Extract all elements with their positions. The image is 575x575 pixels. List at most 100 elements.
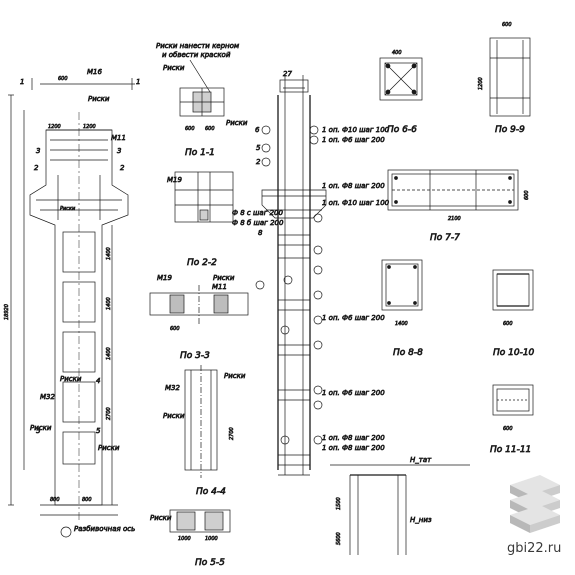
dim-seg-2: 1400: [106, 297, 112, 310]
riski-note-1: Риски нанести керном: [156, 42, 240, 50]
rebar-note-4: Ф 8 с шаг 200: [232, 209, 284, 217]
mark-m19-b: М19: [157, 274, 172, 282]
mark-m11-b: М11: [212, 283, 227, 291]
dim-base-l: 800: [50, 497, 60, 503]
section-11-11: 600 По 11-11: [490, 384, 534, 455]
section-2-2: М19 Ф 8 с шаг 200 Ф 8 б шаг 200 По 2-2: [167, 171, 284, 268]
section-caption-7-7: По 7-7: [430, 233, 460, 243]
mark-m11: М11: [111, 134, 126, 142]
mark-h-top: Н_тат: [410, 456, 432, 464]
dim-head-width-b: 1200: [83, 124, 96, 130]
axis-label: Разбивочная ось: [74, 525, 135, 533]
dim-s55: 1000: [178, 536, 191, 542]
cage-elevation: 27 6 5 2 8 1 оп. Ф10 шаг 100 1 оп. Ф6 ша…: [255, 70, 390, 476]
dim-label: 600: [58, 76, 68, 82]
dim-s33: 600: [170, 326, 180, 332]
dim-base-1500: 1500: [336, 497, 342, 510]
base-detail: 1500 5600 Н_тат Н_низ: [330, 456, 470, 555]
section-7-7: 2100 600 По 7-7: [387, 169, 530, 243]
watermark-text: gbi22.ru: [507, 541, 561, 556]
dim-s11b: 600: [205, 126, 215, 132]
dim-seg-3: 1400: [106, 347, 112, 360]
dim-base-5600: 5600: [336, 532, 342, 545]
cage-callout-8: 8: [258, 229, 263, 237]
section-5-5: 1000 1000 Риски По 5-5: [150, 509, 231, 568]
dim-s55b: 1000: [205, 536, 218, 542]
column-elevation: 600 М16 1 1 Риски 18920 1200 1200 М11 Ри…: [4, 68, 141, 538]
cage-callout-5: 5: [256, 144, 261, 152]
rebar-note-2b: 1 оп. Ф10 шаг 100: [322, 199, 390, 207]
rebar-note-1b: 1 оп. Ф8 шаг 200: [322, 434, 385, 442]
dim-s1111: 600: [503, 426, 513, 432]
riski-low-right: Риски: [98, 444, 120, 452]
callout-c1: 27: [283, 70, 292, 78]
riski-s33: Риски: [213, 274, 235, 282]
cut-5b: 5: [96, 427, 101, 435]
cut-5: 5: [36, 427, 41, 435]
cage-callout-2: 2: [256, 158, 261, 166]
cut-2: 2: [34, 164, 39, 172]
mark-m32: М32: [40, 393, 55, 401]
cage-callout-6: 6: [255, 126, 260, 134]
section-caption-3-3: По 3-3: [180, 351, 210, 361]
dim-head-width: 1200: [48, 124, 61, 130]
section-1-1: Риски нанести керном и обвести краской Р…: [156, 42, 249, 159]
rebar-note-3b: 1 оп. Ф6 шаг 200: [322, 314, 385, 322]
dim-s77: 2100: [448, 216, 461, 222]
riski-head: Риски: [60, 206, 76, 212]
dim-s88: 1400: [395, 321, 408, 327]
section-caption-4-4: По 4-4: [196, 487, 226, 497]
riski-s44: Риски: [224, 372, 246, 380]
section-caption-8-8: По 8-8: [393, 348, 423, 358]
section-4-4: М32 Риски Риски 2700 По 4-4: [163, 365, 246, 497]
cut-3b: 3: [117, 147, 121, 155]
dim-s99: 600: [502, 22, 512, 28]
section-caption-5-5: По 5-5: [195, 558, 225, 568]
rebar-note-3c: 1 оп. Ф6 шаг 200: [322, 389, 385, 397]
cut-2b: 2: [120, 164, 125, 172]
riski-s44b: Риски: [163, 412, 185, 420]
section-caption-9-9: По 9-9: [495, 125, 525, 135]
dim-s44: 2700: [229, 427, 235, 440]
section-10-10: 600 По 10-10: [492, 269, 535, 358]
rebar-note-3: 1 оп. Ф6 шаг 200: [322, 136, 385, 144]
riski-s55: Риски: [150, 514, 172, 522]
dim-s1010: 600: [503, 321, 513, 327]
rebar-note-2: 1 оп. Ф10 шаг 100: [322, 126, 390, 134]
callout-1: 1: [20, 78, 24, 86]
cut-4: 4: [96, 377, 100, 385]
section-caption-6-6: По 6-6: [387, 125, 417, 135]
riski-mid: Риски: [60, 375, 82, 383]
mark-m19: М19: [167, 176, 182, 184]
riski-note-2: и обвести краской: [162, 51, 231, 59]
mark-m32-b: М32: [165, 384, 180, 392]
riski-s11b: Риски: [226, 119, 248, 127]
rebar-note-1c: 1 оп. Ф8 шаг 200: [322, 444, 385, 452]
mark-h-bot: Н_низ: [410, 516, 432, 524]
section-9-9: 600 1200 По 9-9: [478, 22, 531, 135]
dim-s77-h: 600: [524, 190, 530, 200]
dim-s11: 600: [185, 126, 195, 132]
section-caption-2-2: По 2-2: [187, 258, 217, 268]
riski-label-top: Риски: [88, 95, 110, 103]
rebar-note-1: 1 оп. Ф8 шаг 200: [322, 182, 385, 190]
section-caption-11-11: По 11-11: [490, 445, 531, 455]
section-6-6: 400 По 6-6: [379, 50, 423, 135]
dim-s66: 400: [392, 50, 402, 56]
riski-low-left: Риски: [30, 424, 52, 432]
dim-seg-4: 2700: [106, 407, 112, 420]
watermark-logo: [510, 475, 560, 533]
riski-s11: Риски: [163, 64, 185, 72]
callout-1b: 1: [136, 78, 140, 86]
dim-s99-h: 1200: [478, 77, 484, 90]
section-caption-10-10: По 10-10: [493, 348, 535, 358]
section-caption-1-1: По 1-1: [185, 148, 215, 158]
dim-height-total: 18920: [4, 304, 10, 320]
mark-label: М16: [87, 68, 102, 76]
rebar-note-5: Ф 8 б шаг 200: [232, 219, 284, 227]
dim-seg-1: 1400: [106, 247, 112, 260]
section-3-3: Риски М19 М11 600 По 3-3: [149, 274, 249, 361]
cut-3: 3: [36, 147, 40, 155]
